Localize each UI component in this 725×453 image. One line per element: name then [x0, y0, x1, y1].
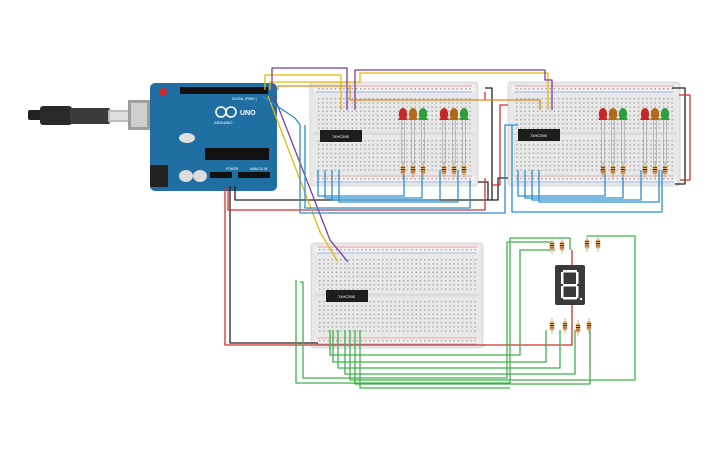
wire-latch-orange: [277, 85, 541, 110]
breadboard-top-right[interactable]: [507, 81, 681, 187]
led-b-1[interactable]: [449, 108, 459, 164]
chip-top-right-label: 74HC595: [530, 133, 548, 138]
led-groups: [398, 108, 670, 164]
led-a-1[interactable]: [408, 108, 418, 164]
wire-blue-led-r2: [531, 170, 642, 201]
arduino-board[interactable]: UNO ARDUINO DIGITAL (PWM~) POWER ANALOG …: [128, 83, 277, 191]
analog-header-label: ANALOG IN: [250, 167, 268, 171]
resistors: [400, 162, 668, 336]
resistor-tr4[interactable]: [652, 162, 658, 178]
wire-seg-green-h: [359, 330, 510, 389]
infinity-logo-icon: [215, 106, 237, 118]
wires: [224, 67, 691, 389]
usb-plug-icon: [28, 106, 130, 125]
atmega-chip: [205, 148, 269, 160]
led-b-2[interactable]: [459, 108, 469, 164]
chip-top-right[interactable]: 74HC595: [518, 129, 560, 141]
arduino-model-label: UNO: [240, 110, 256, 117]
digital-header-label: DIGITAL (PWM~): [232, 97, 257, 101]
led-d-2[interactable]: [660, 108, 670, 164]
wire-data-yellow-c: [267, 95, 339, 263]
resistor-dt3[interactable]: [595, 236, 601, 252]
seven-segment-digit: [561, 270, 583, 301]
resistor-dt2[interactable]: [584, 236, 590, 252]
wire-5v-bridge: [492, 104, 508, 186]
digital-header: [180, 87, 268, 94]
wire-gnd-bridge: [488, 177, 508, 201]
resistor-db1[interactable]: [562, 318, 568, 334]
wire-seg-green-g: [354, 330, 591, 385]
chip-bottom[interactable]: 74HC595: [326, 290, 368, 302]
wire-seg-green-d: [337, 330, 561, 369]
wire-blue-out-a: [304, 125, 471, 209]
wire-blue-led-r0: [517, 170, 606, 197]
resistor-tr3[interactable]: [642, 162, 648, 178]
led-c-1[interactable]: [608, 108, 618, 164]
wire-blue-led-r3: [538, 170, 660, 203]
chip-top-left-label: 74HC595: [332, 134, 350, 139]
resistor-tl0[interactable]: [400, 162, 406, 178]
wire-5v-bottom: [224, 188, 485, 346]
breadboards: [309, 81, 681, 349]
wire-seg-green-b: [300, 241, 552, 379]
arduino-brand-label: ARDUINO: [214, 120, 232, 125]
power-header-label: POWER: [226, 167, 239, 171]
resistor-tl4[interactable]: [451, 162, 457, 178]
wire-seg-green-f: [349, 235, 636, 381]
wire-seg-green-i: [329, 249, 555, 356]
resistor-tl2[interactable]: [420, 162, 426, 178]
breadboard-bottom[interactable]: [310, 242, 484, 349]
wire-seg-green-a: [295, 237, 571, 384]
wire-blue-led-r1: [524, 170, 624, 199]
seven-segment-display[interactable]: [555, 265, 585, 305]
resistor-db2[interactable]: [575, 320, 581, 336]
led-c-2[interactable]: [618, 108, 628, 164]
wire-blue-out-b: [511, 125, 663, 213]
chip-top-left[interactable]: 74HC595: [320, 130, 362, 142]
chip-bottom-label: 74HC595: [338, 294, 356, 299]
wire-clock-purple-a: [271, 67, 348, 110]
wire-clock-purple-b: [354, 69, 553, 110]
resistor-tr1[interactable]: [610, 162, 616, 178]
wire-gnd-left-rail: [485, 87, 493, 200]
wire-gnd-bottom: [229, 186, 318, 344]
led-a-0[interactable]: [398, 108, 408, 164]
wire-5v-right: [679, 94, 691, 181]
resistor-tr2[interactable]: [620, 162, 626, 178]
reset-button[interactable]: [159, 88, 167, 96]
wire-blue-led-1: [324, 170, 423, 199]
led-a-2[interactable]: [418, 108, 428, 164]
wire-gnd-right-rail: [672, 87, 686, 185]
resistor-db3[interactable]: [586, 318, 592, 334]
resistor-tl5[interactable]: [461, 162, 467, 178]
resistor-tr5[interactable]: [662, 162, 668, 178]
resistor-tr0[interactable]: [600, 162, 606, 178]
wire-data-yellow-b: [269, 72, 549, 110]
led-d-0[interactable]: [640, 108, 650, 164]
wire-5v-top: [227, 178, 486, 211]
resistor-dt0[interactable]: [549, 238, 555, 254]
resistor-db0[interactable]: [549, 318, 555, 334]
wire-seg-green-c: [332, 330, 547, 363]
resistor-dt1[interactable]: [559, 238, 565, 254]
led-d-1[interactable]: [650, 108, 660, 164]
led-c-0[interactable]: [598, 108, 608, 164]
wire-blue-led-3: [338, 170, 459, 203]
wire-data-yellow-a: [264, 74, 342, 110]
wire-blue-led-2: [331, 170, 441, 201]
wire-blue-chain: [261, 95, 518, 214]
led-b-0[interactable]: [439, 108, 449, 164]
wire-clock-purple-c: [273, 95, 349, 263]
wire-blue-led-0: [317, 170, 405, 197]
resistor-tl3[interactable]: [441, 162, 447, 178]
wire-seg-green-e: [344, 330, 576, 375]
resistor-tl1[interactable]: [410, 162, 416, 178]
